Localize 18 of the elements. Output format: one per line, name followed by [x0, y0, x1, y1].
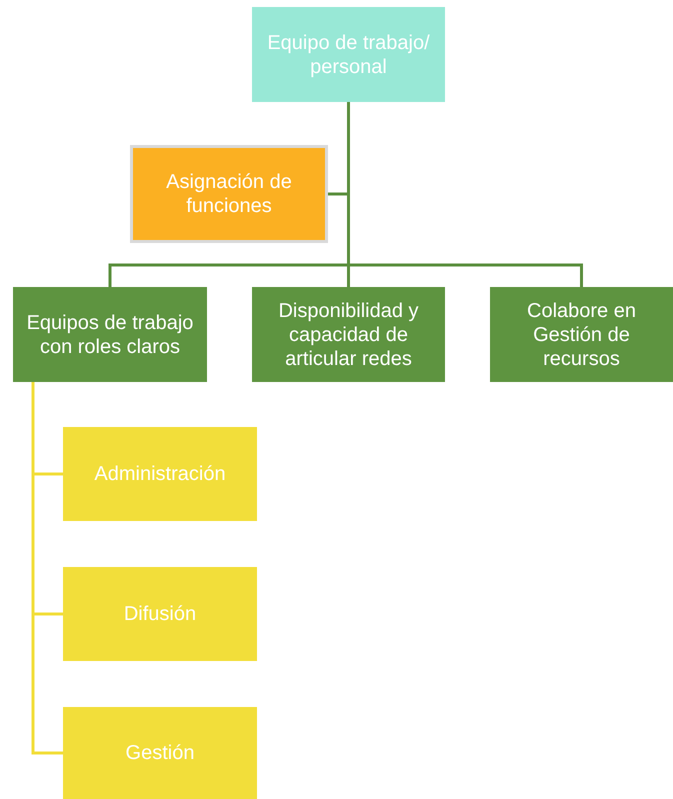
category-box — [490, 287, 673, 382]
node-label: Administración — [94, 462, 226, 486]
node-label: Colabore en Gestión de recursos — [526, 298, 637, 370]
node-label: Difusión — [124, 602, 196, 626]
node-label: Equipo de trabajo/ personal — [266, 30, 431, 78]
node-label: Disponibilidad y capacidad de articular redes — [277, 298, 420, 370]
sub-box — [63, 567, 257, 661]
category-box — [252, 287, 445, 382]
sub-box — [63, 427, 257, 521]
assistant-box — [130, 145, 328, 243]
connector-line — [347, 102, 583, 287]
node-label: Gestión — [126, 741, 194, 765]
sub-box — [63, 707, 257, 799]
node-label: Asignación de funciones — [165, 170, 293, 218]
node-label: Equipos de trabajo con roles claros — [26, 310, 194, 358]
connector-line — [32, 382, 63, 754]
category-box — [13, 287, 207, 382]
top-box — [252, 7, 445, 102]
